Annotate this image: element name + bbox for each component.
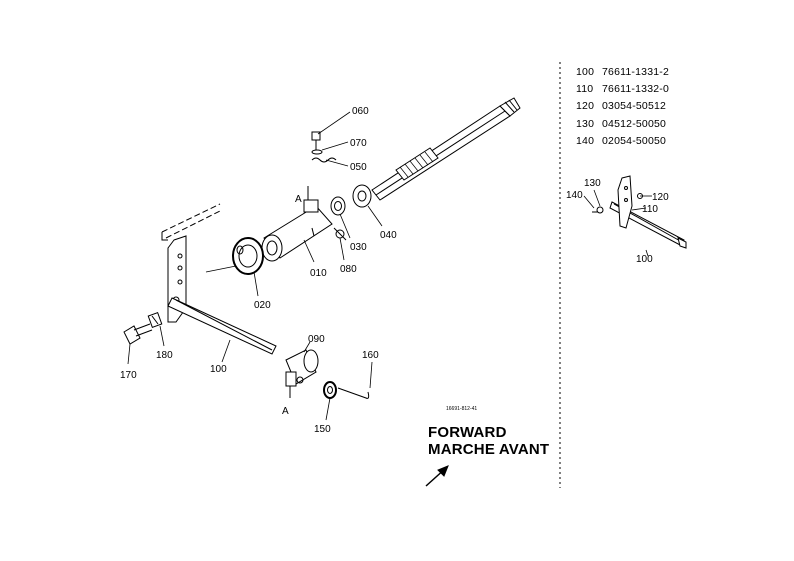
washer-040: [352, 184, 372, 208]
parts-list-row: 120 03054-50512: [576, 98, 786, 115]
nut-180: [147, 312, 163, 328]
parts-list-row: 100 76611-1331-2: [576, 64, 786, 81]
callout-150: 150: [314, 424, 331, 435]
washer-150: [323, 381, 337, 399]
mark-a-upper: A: [295, 194, 302, 205]
callout-050: 050: [350, 162, 367, 173]
leader-lines: [127, 111, 652, 421]
lower-shaft: [167, 297, 277, 355]
part-number: 76611-1332-0: [602, 83, 670, 96]
callout-020: 020: [254, 300, 271, 311]
callout-140: 140: [566, 190, 583, 201]
drawing-code: 16691-812-41: [446, 406, 477, 412]
part-ref: 100: [576, 66, 595, 78]
arm-010: [261, 186, 333, 262]
pin-160: [337, 387, 370, 399]
collar-090: [285, 349, 319, 398]
callout-160: 160: [362, 350, 379, 361]
part-ref: 140: [576, 134, 595, 147]
callout-080: 080: [340, 264, 357, 275]
parts-list-row: 110 76611-1332-0: [576, 81, 786, 98]
callout-110: 110: [642, 204, 658, 215]
callout-070: 070: [350, 138, 367, 149]
callout-030: 030: [350, 242, 367, 253]
detail-assembly: [592, 175, 687, 249]
parts-list: 100 76611-1331-2 110 76611-1332-0 120 03054…: [576, 64, 786, 150]
seal-030: [330, 196, 346, 216]
parts-list-row: 130 04512-50050: [576, 116, 786, 133]
callout-120: 120: [652, 192, 669, 203]
part-ref: 120: [576, 100, 595, 113]
part-number: 02054-50050: [602, 134, 667, 147]
bushing-020: [232, 237, 264, 275]
callout-040: 040: [380, 230, 397, 241]
callout-010: 010: [310, 268, 327, 279]
direction-label: FORWARD MARCHE AVANT: [428, 424, 549, 458]
bolt-080: [333, 227, 347, 241]
part-number: 03054-50512: [602, 100, 667, 113]
callout-090: 090: [308, 334, 325, 345]
direction-label-fr: MARCHE AVANT: [428, 441, 550, 458]
direction-label-en: FORWARD: [428, 424, 507, 441]
mark-a-lower: A: [282, 406, 289, 417]
part-number: 76611-1331-2: [602, 66, 670, 78]
part-number: 04512-50050: [602, 117, 667, 130]
upper-shaft: [371, 97, 521, 201]
callout-180: 180: [156, 350, 173, 361]
callout-100-lower: 100: [210, 364, 227, 375]
part-ref: 130: [576, 117, 595, 130]
bolt-170: [123, 323, 153, 345]
bolt-060: [311, 131, 337, 163]
callout-170: 170: [120, 370, 137, 381]
callout-060: 060: [352, 106, 369, 117]
callout-130: 130: [584, 178, 601, 189]
forward-arrow: [425, 465, 449, 487]
parts-list-row: 140 02054-50050: [576, 133, 786, 150]
callout-100-detail: 100: [636, 254, 653, 265]
part-ref: 110: [576, 83, 594, 96]
